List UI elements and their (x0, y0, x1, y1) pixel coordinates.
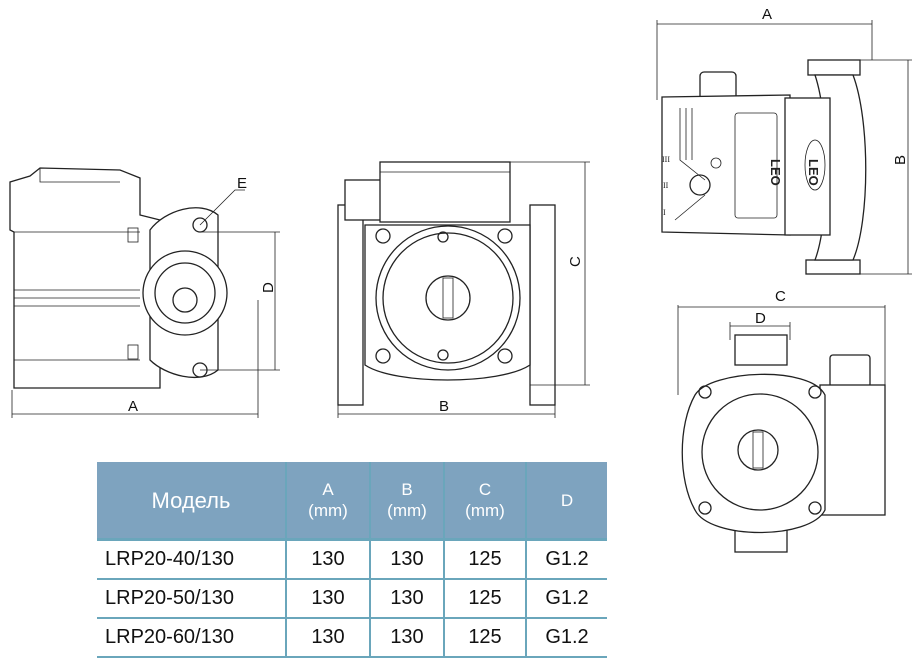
dimensions-table: Модель A (mm) B (mm) C (mm) D LRP20-40/130 … (97, 462, 607, 658)
cell-model: LRP20-40/130 (97, 539, 286, 580)
cell-b: 130 (369, 539, 444, 580)
cell-a: 130 (285, 539, 370, 580)
cell-d: G1.2 (525, 539, 607, 580)
cell-b: 130 (369, 579, 444, 619)
header-b-name: B (401, 480, 413, 499)
cell-a: 130 (285, 618, 370, 658)
table-row: LRP20-40/130 130 130 125 G1.2 (97, 539, 607, 580)
table-row: LRP20-60/130 130 130 125 G1.2 (97, 618, 607, 658)
cell-c: 125 (443, 579, 526, 619)
header-a-unit: (mm) (308, 501, 348, 520)
dimension-label-c: C (567, 256, 584, 267)
header-a: A (mm) (285, 462, 370, 540)
speed-mark-2: II (663, 181, 669, 190)
end-view-drawing: C D (677, 288, 886, 553)
dimension-label-b: B (439, 398, 449, 415)
cell-a: 130 (285, 579, 370, 619)
table-row: LRP20-50/130 130 130 125 G1.2 (97, 579, 607, 619)
header-c: C (mm) (443, 462, 526, 540)
table-header-row: Модель A (mm) B (mm) C (mm) D (97, 462, 607, 540)
front-view-drawing: C B (337, 161, 590, 418)
top-dimension-label-a: A (762, 6, 772, 23)
header-model: Модель (97, 462, 286, 540)
header-b: B (mm) (369, 462, 444, 540)
cell-model: LRP20-50/130 (97, 579, 286, 619)
header-b-unit: (mm) (387, 501, 427, 520)
cell-c: 125 (443, 539, 526, 580)
cell-d: G1.2 (525, 579, 607, 619)
speed-mark-1: I (663, 208, 666, 217)
speed-mark-3: III (662, 155, 670, 164)
dimension-label-a: A (128, 398, 138, 415)
dimension-label-e: E (237, 175, 247, 192)
logo-text: LEO (768, 159, 783, 186)
dimension-label-d: D (260, 282, 277, 293)
logo-text-cover: LEO (806, 159, 821, 186)
cell-model: LRP20-60/130 (97, 618, 286, 658)
end-dimension-label-c: C (775, 288, 786, 305)
top-dimension-label-b: B (892, 155, 909, 165)
header-a-name: A (322, 480, 334, 499)
cell-d: G1.2 (525, 618, 607, 658)
top-view-drawing: A B LEO LEO I II III (656, 6, 912, 275)
side-view-drawing: E D A (9, 167, 280, 418)
header-d: D (525, 462, 607, 540)
cell-c: 125 (443, 618, 526, 658)
header-c-name: C (478, 480, 492, 499)
header-c-unit: (mm) (465, 501, 505, 520)
end-dimension-label-d: D (755, 310, 766, 327)
cell-b: 130 (369, 618, 444, 658)
